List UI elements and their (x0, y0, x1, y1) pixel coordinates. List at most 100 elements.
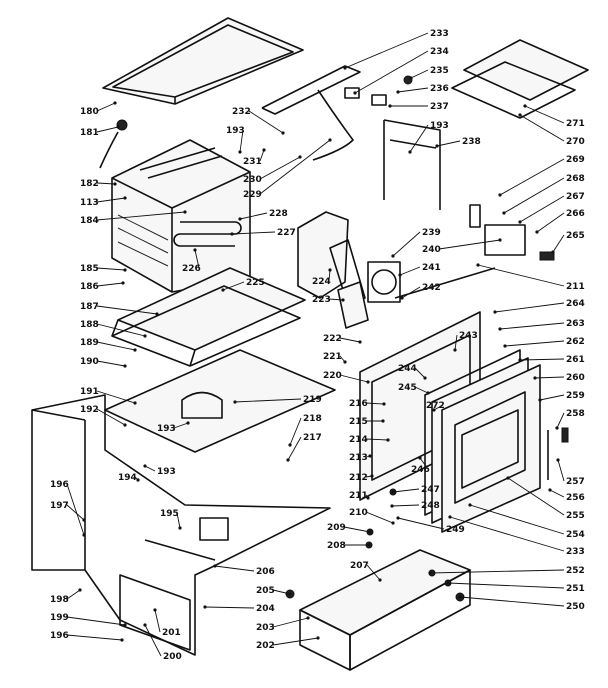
callout-193: 193 (157, 421, 190, 434)
leader-dot (493, 310, 497, 314)
callout-263: 263 (498, 319, 585, 331)
part-number-label: 249 (446, 525, 465, 535)
callout-184: 184 (80, 210, 187, 226)
leader-line (552, 234, 565, 253)
leader-line (96, 408, 126, 426)
leader-line (365, 402, 385, 405)
callout-206: 206 (213, 564, 275, 577)
leader-dot (316, 636, 320, 640)
part-number-label: 193 (430, 121, 449, 131)
part-number-label: 250 (566, 602, 585, 612)
part-number-label: 264 (566, 299, 585, 309)
leader-line (96, 197, 126, 203)
callout-259: 259 (538, 391, 585, 402)
part-number-label: 236 (430, 84, 449, 94)
part-number-label: 247 (421, 485, 440, 495)
part-number-label: 235 (430, 66, 449, 76)
leader-dot (453, 348, 457, 352)
part-number-label: 193 (157, 467, 176, 477)
leader-dot (341, 298, 345, 302)
leader-line (344, 32, 429, 69)
leader-dot (446, 581, 450, 585)
leader-line (287, 436, 302, 461)
part-number-label: 271 (566, 119, 585, 129)
leader-dot (262, 148, 266, 152)
leader-dot (203, 605, 207, 609)
callout-210: 210 (349, 508, 395, 525)
part-number-label: 186 (80, 282, 99, 292)
callout-236: 236 (396, 84, 449, 94)
leader-line (557, 459, 565, 482)
leader-dot (155, 312, 159, 316)
callout-224: 224 (312, 268, 332, 287)
callout-233: 233 (343, 29, 449, 70)
callout-250: 250 (458, 595, 585, 612)
leader-dot (82, 533, 86, 537)
part-number-label: 191 (80, 387, 99, 397)
part-number-label: 229 (243, 190, 262, 200)
part-rod (394, 267, 496, 299)
leader-dot (498, 238, 502, 242)
callout-244: 244 (398, 364, 427, 380)
part-number-label: 238 (462, 137, 481, 147)
part-number-label: 233 (566, 547, 585, 557)
leader-dot (143, 334, 147, 338)
leader-dot (288, 592, 292, 596)
callout-231: 231 (243, 148, 266, 167)
leader-dot (221, 288, 225, 292)
leader-dot (123, 364, 127, 368)
part-oven-plates (111, 267, 306, 367)
part-door-layers (424, 349, 541, 533)
leader-line (397, 517, 445, 530)
part-number-label: 209 (327, 523, 346, 533)
leader-dot (381, 419, 385, 423)
leader-line (66, 589, 81, 600)
part-number-label: 267 (566, 192, 585, 202)
leader-dot (133, 401, 137, 405)
leader-line (96, 282, 124, 287)
leader-dot (388, 104, 392, 108)
part-number-label: 234 (430, 47, 449, 57)
leader-dot (382, 402, 386, 406)
part-number-label: 198 (50, 595, 69, 605)
leader-dot (133, 348, 137, 352)
part-number-label: 233 (430, 29, 449, 39)
callout-249: 249 (396, 516, 465, 535)
callout-245: 245 (398, 383, 430, 395)
leader-dot (458, 595, 462, 599)
leader-line (66, 634, 123, 641)
leader-dot (428, 571, 432, 575)
part-number-label: 212 (349, 473, 368, 483)
part-number-label: 113 (80, 198, 99, 208)
leader-line (259, 156, 301, 180)
leader-dot (448, 515, 452, 519)
leader-line (272, 589, 291, 595)
part-number-label: 244 (398, 364, 417, 374)
part-number-label: 204 (256, 604, 275, 614)
leader-dot (186, 421, 190, 425)
callout-269: 269 (498, 155, 585, 197)
callout-193: 193 (143, 464, 176, 477)
callout-232: 232 (232, 107, 285, 135)
part-number-label: 248 (421, 501, 440, 511)
callout-217: 217 (286, 433, 322, 462)
callout-181: 181 (80, 125, 120, 138)
part-number-label: 207 (350, 561, 369, 571)
callout-214: 214 (349, 435, 390, 445)
part-hinge-hardware (469, 204, 555, 261)
callout-207: 207 (350, 561, 382, 582)
part-number-label: 259 (566, 391, 585, 401)
leader-line (96, 390, 136, 404)
leader-dot (123, 623, 127, 627)
part-number-label: 201 (162, 628, 181, 638)
part-number-label: 202 (256, 641, 275, 651)
leader-line (144, 465, 156, 472)
callout-235: 235 (409, 66, 449, 80)
leader-dot (123, 423, 127, 427)
part-storage-drawer (299, 549, 471, 671)
leader-line (499, 322, 565, 330)
leader-dot (555, 426, 559, 430)
leader-line (436, 140, 461, 147)
